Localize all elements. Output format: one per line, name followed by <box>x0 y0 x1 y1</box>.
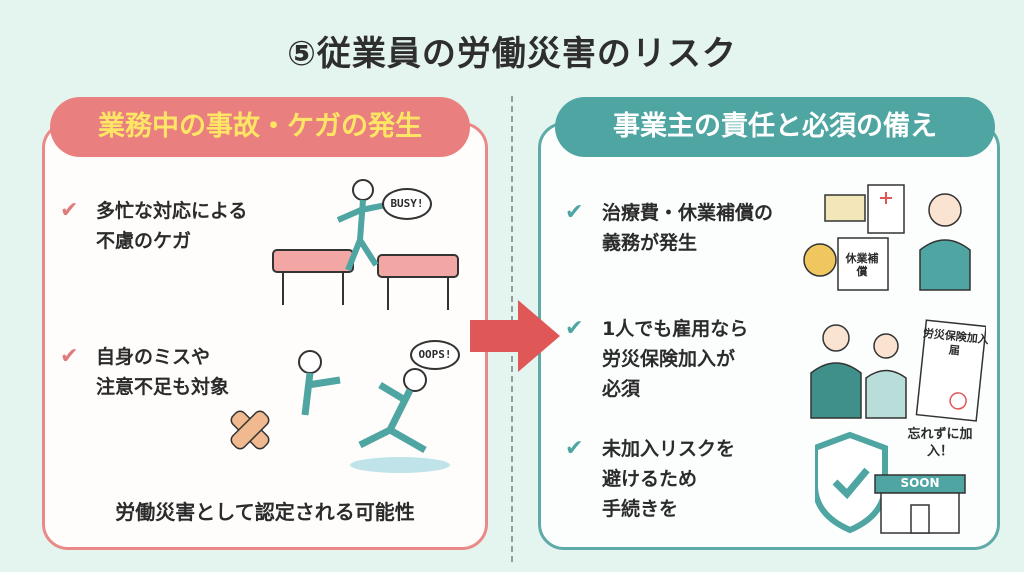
check-icon: ✔ <box>60 344 79 369</box>
item-line: 手続きを <box>602 498 679 520</box>
busy-nurse-illustration <box>272 179 459 310</box>
item-line: 義務が発生 <box>602 232 698 254</box>
item-line: 不慮のケガ <box>96 230 192 252</box>
oops-bubble: OOPS! <box>410 340 460 370</box>
item-line: 1人でも雇用なら <box>602 318 749 340</box>
item-line: 労災保険加入が <box>602 348 736 370</box>
item-line: 必須 <box>602 378 641 400</box>
shield-shop-illustration <box>815 431 966 534</box>
item-line: 注意不足も対象 <box>96 376 230 398</box>
right-heading: 事業主の責任と必須の備え <box>555 97 995 157</box>
arrow-right-icon <box>470 300 560 372</box>
left-heading: 業務中の事故・ケガの発生 <box>50 97 470 157</box>
item-line: 避けるため <box>602 468 698 490</box>
contract-illustration <box>810 319 986 422</box>
left-item-1: 多忙な対応による 不慮のケガ <box>96 196 247 256</box>
reminder-label: 忘れずに加入！ <box>907 427 973 459</box>
compensation-illustration <box>803 184 971 291</box>
item-line: 自身のミスや <box>96 346 211 368</box>
right-item-2: 1人でも雇用なら 労災保険加入が 必須 <box>602 314 748 404</box>
item-line: 治療費・休業補償の <box>602 202 774 224</box>
item-line: 未加入リスクを <box>602 438 736 460</box>
busy-bubble: BUSY! <box>382 188 432 220</box>
page-title: ⑤従業員の労働災害のリスク <box>287 34 737 74</box>
check-icon: ✔ <box>565 200 584 225</box>
check-icon: ✔ <box>60 198 79 223</box>
left-item-2: 自身のミスや 注意不足も対象 <box>96 342 229 402</box>
check-icon: ✔ <box>565 316 584 341</box>
shop-sign: SOON <box>900 476 940 490</box>
right-item-3: 未加入リスクを 避けるため 手続きを <box>602 434 735 524</box>
right-item-1: 治療費・休業補償の 義務が発生 <box>602 198 773 258</box>
item-line: 多忙な対応による <box>96 200 248 222</box>
check-icon: ✔ <box>565 436 584 461</box>
calendar-label: 休業補償 <box>845 252 879 278</box>
left-footer: 労働災害として認定される可能性 <box>115 500 415 524</box>
slip-illustration <box>230 350 450 473</box>
